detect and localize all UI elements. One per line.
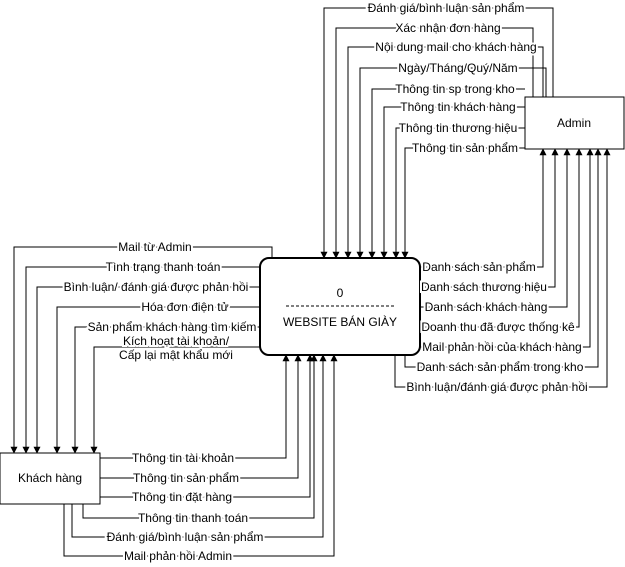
- flow-label: Sản phẩm khách hàng tìm kiếm: [88, 320, 257, 334]
- customer-label: Khách hàng: [18, 471, 82, 485]
- flow-label: Thông tin sản phẩm: [412, 141, 518, 155]
- flow-label: Danh sách sản phẩm: [422, 260, 535, 274]
- flow-label: Danh sách khách hàng: [425, 300, 548, 314]
- flow-line: [100, 354, 314, 498]
- flow-label: Thông tin tài khoản: [132, 451, 234, 465]
- flow-label: Danh sách thương hiệu: [421, 280, 547, 294]
- flow-line: [420, 148, 559, 288]
- flow-label: Thông tin sp trong kho: [395, 82, 515, 96]
- flow-line: [420, 148, 547, 268]
- process-number: 0: [337, 286, 344, 300]
- flow-line: [420, 148, 571, 308]
- flow-line: [100, 354, 290, 459]
- flow-line: [420, 148, 583, 328]
- flow-line: [356, 67, 547, 259]
- flow-label: Cấp lại mật khẩu mới: [119, 348, 233, 362]
- flow-line: [71, 326, 260, 454]
- flow-line: [22, 266, 260, 454]
- flow-label: Tình trạng thanh toán: [106, 260, 221, 274]
- flow-line: [100, 354, 302, 479]
- process-name: WEBSITE BÁN GIÀY: [283, 314, 397, 329]
- flow-line: [420, 148, 594, 348]
- flows-admin-to-website: Danh sách sản phẩm Danh sách thương hiệu…: [394, 148, 611, 396]
- flow-line: [392, 127, 525, 259]
- flow-label: Thông tin khách hàng: [400, 100, 515, 114]
- flow-label: Danh sách sản phẩm trong kho: [417, 360, 584, 374]
- flow-label: Bình luận/đánh giá được phản hồi: [406, 380, 587, 394]
- flow-label: Thông tin thương hiệu: [399, 121, 518, 135]
- flow-label: Bình luận/ đánh giá được phản hồi: [64, 280, 249, 294]
- flow-label: Đánh giá/bình luận sản phẩm: [107, 530, 264, 544]
- flow-label: Đánh giá/bình luận sản phẩm: [368, 1, 525, 15]
- flows-website-to-customer: Mail từ Admin Tình trạng thanh toán Bình…: [10, 238, 273, 454]
- flow-line: [71, 354, 327, 538]
- flow-label: Thông tin thanh toán: [138, 511, 248, 525]
- flow-line: [33, 286, 260, 454]
- flow-label: Mail phản hồi Admin: [124, 549, 232, 563]
- flow-label: Xác nhận đơn hàng: [395, 21, 500, 35]
- flow-label: Ngày/Tháng/Quý/Năm: [398, 61, 517, 75]
- flow-line: [394, 148, 611, 388]
- flow-line: [344, 46, 544, 259]
- flow-line: [380, 106, 525, 259]
- flow-line: [10, 246, 273, 454]
- entity-admin: [524, 96, 625, 150]
- flow-line: [404, 148, 602, 368]
- flow-label: Doanh thu đã được thống kê: [421, 320, 575, 334]
- flow-line: [401, 147, 525, 259]
- flow-line: [82, 354, 318, 519]
- flow-line: [63, 354, 338, 557]
- admin-label: Admin: [557, 116, 591, 130]
- flows-customer-to-website: Thông tin tài khoản Thông tin sản phẩm T…: [63, 354, 338, 565]
- flow-label: Hóa đơn điện tử: [141, 300, 228, 314]
- flow-label: Kích hoạt tài khoản/: [123, 334, 230, 348]
- flow-line: [332, 27, 534, 259]
- flow-label: Thông tin đặt hàng: [132, 490, 232, 504]
- flow-line: [368, 88, 525, 259]
- entity-customer: [0, 452, 101, 505]
- flow-label: Thông tin sản phẩm: [133, 471, 239, 485]
- flows-website-to-admin: Đánh giá/bình luận sản phẩm Xác nhận đơn…: [320, 0, 554, 259]
- flow-label: Nội dung mail cho khách hàng: [375, 40, 536, 54]
- flow-line: [53, 306, 260, 454]
- flow-label: Mail từ Admin: [118, 240, 191, 254]
- process-website: [259, 257, 421, 356]
- flow-line: [320, 7, 554, 259]
- flow-line: [90, 346, 260, 454]
- flow-label: Mail phản hồi của khách hàng: [422, 340, 581, 354]
